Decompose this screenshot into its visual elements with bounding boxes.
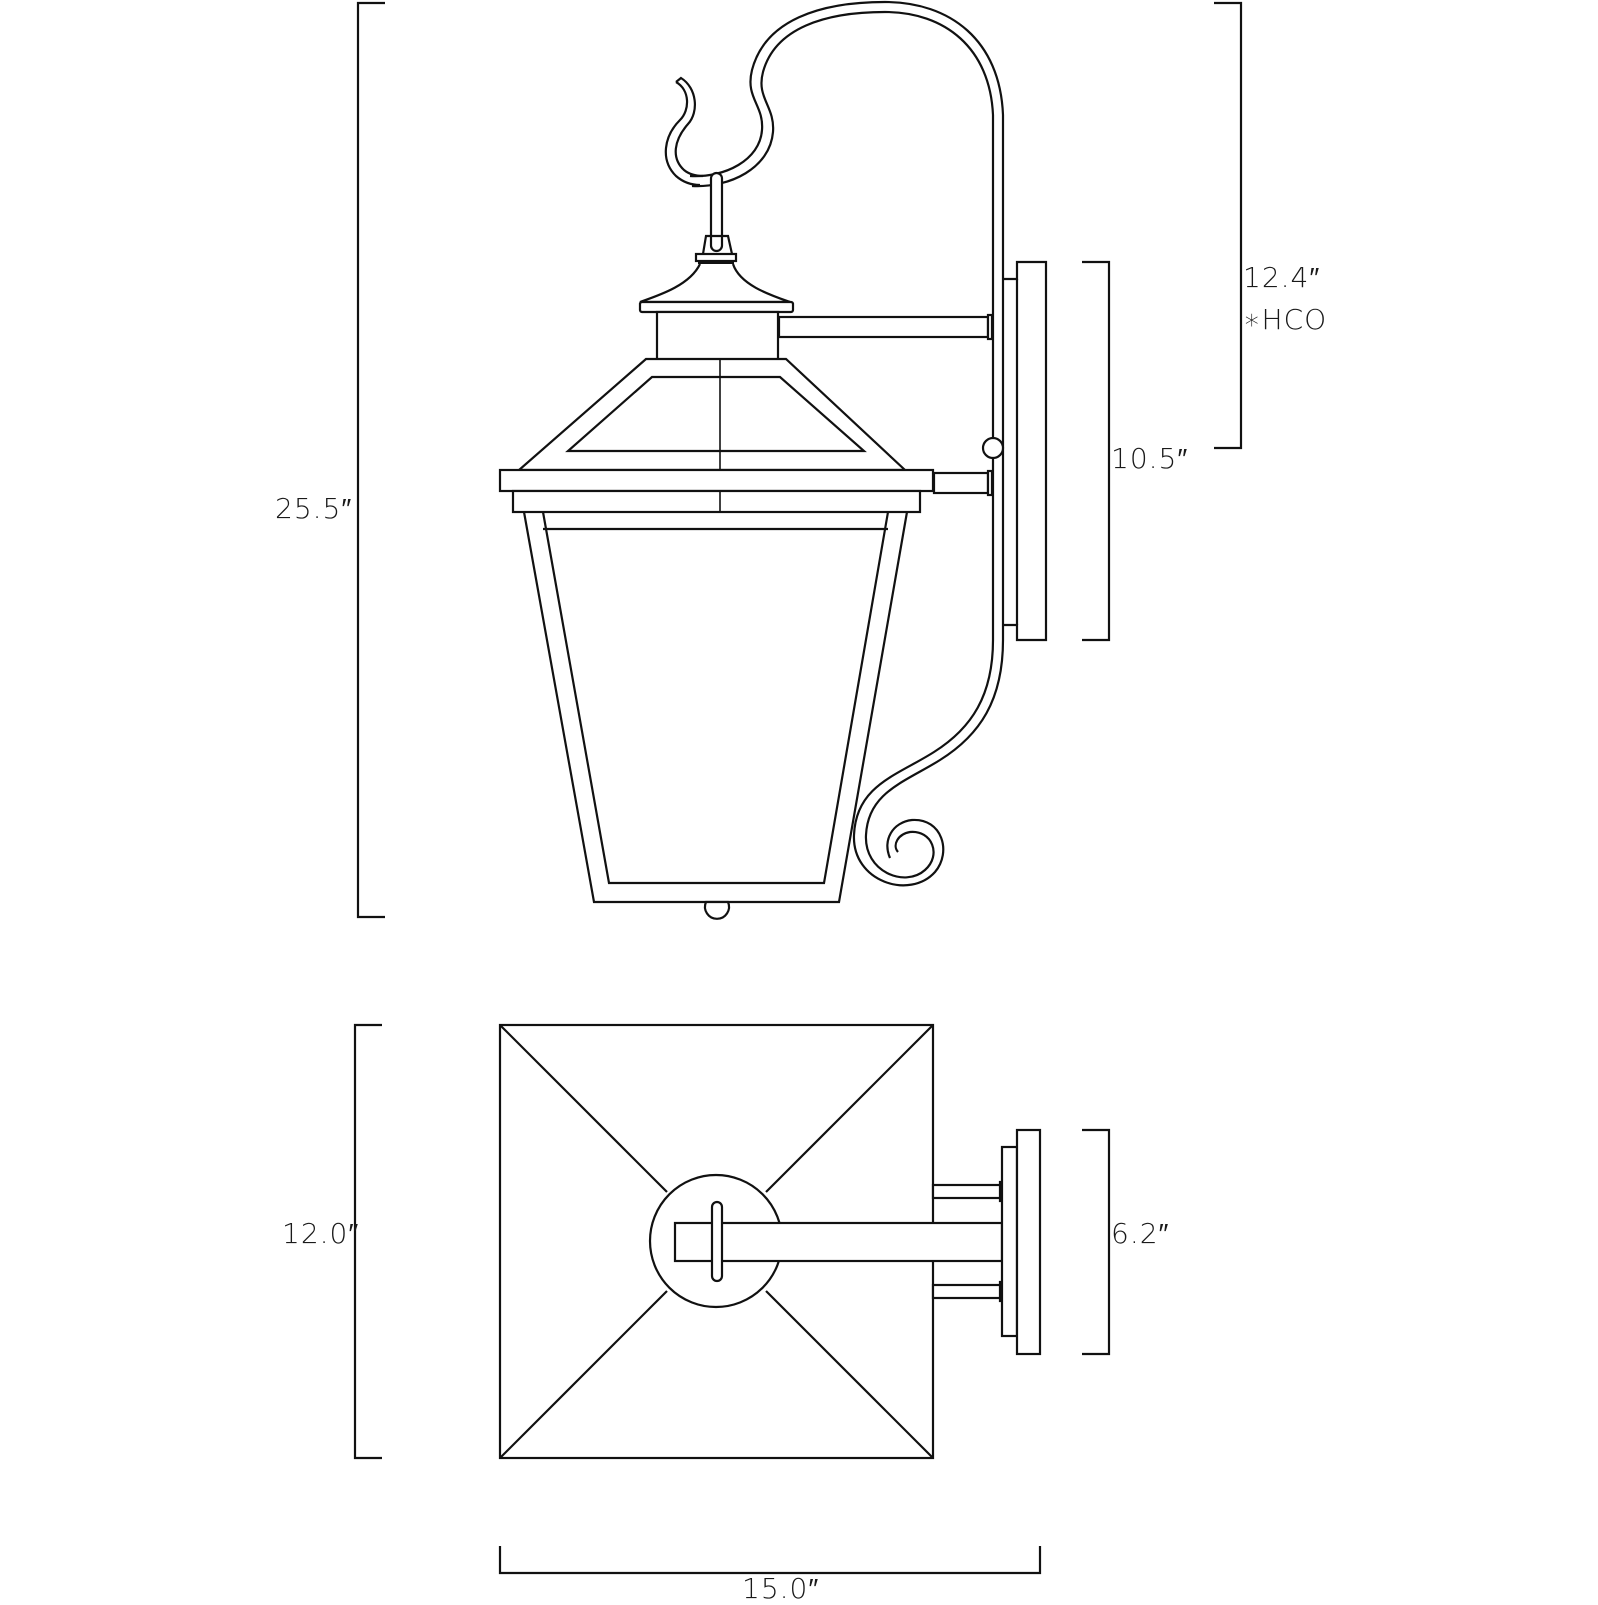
label-hco: ∗HCO xyxy=(1243,303,1328,336)
top-plan-view xyxy=(498,1023,1042,1460)
dim-overall-height xyxy=(356,1,385,919)
lantern-crown xyxy=(638,234,795,362)
scroll-arm xyxy=(689,0,1005,887)
dim-overall-depth xyxy=(353,1023,382,1460)
dim-backplate-height xyxy=(1082,260,1111,642)
label-hco-value: 12.4″ xyxy=(1243,261,1321,294)
lantern-body xyxy=(522,491,909,904)
label-overall-height: 25.5″ xyxy=(275,492,353,525)
dim-overall-width xyxy=(498,1546,1042,1575)
dim-backplate-width xyxy=(1082,1128,1111,1356)
main-arm xyxy=(673,1221,1004,1263)
hanging-link-top xyxy=(710,1200,724,1283)
dim-hco xyxy=(1214,1,1243,450)
roof-band xyxy=(498,468,935,493)
support-arms xyxy=(777,313,1005,497)
side-elevation-view xyxy=(498,0,1048,920)
label-backplate-width: 6.2″ xyxy=(1111,1217,1170,1250)
label-overall-depth: 12.0″ xyxy=(282,1217,360,1250)
wall-backplate xyxy=(1003,260,1048,642)
dimension-lines xyxy=(353,1,1243,1575)
body-band xyxy=(511,489,922,514)
hook-curl xyxy=(664,76,704,187)
label-backplate-height: 10.5″ xyxy=(1111,442,1189,475)
label-overall-width: 15.0″ xyxy=(742,1572,820,1605)
lantern-roof xyxy=(516,357,908,472)
hanging-link xyxy=(709,171,724,253)
bottom-finial xyxy=(703,900,731,920)
